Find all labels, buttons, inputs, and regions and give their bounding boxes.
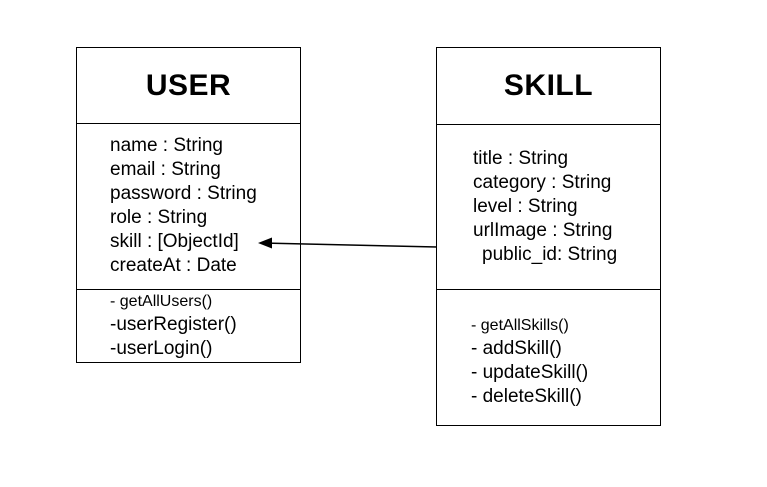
skill-attribute: category : String <box>473 172 612 193</box>
user-attribute: name : String <box>110 135 223 156</box>
skill-methods: - getAllSkills() - addSkill() - updateSk… <box>437 290 660 425</box>
association-line <box>261 242 438 248</box>
user-attribute: createAt : Date <box>110 255 237 276</box>
user-method: -userLogin() <box>110 338 213 359</box>
user-class-box: USER name : String email : String passwo… <box>76 47 301 363</box>
user-method: -userRegister() <box>110 314 237 335</box>
user-methods: - getAllUsers() -userRegister() -userLog… <box>77 290 300 362</box>
skill-method: - deleteSkill() <box>471 386 582 407</box>
skill-attribute: level : String <box>473 196 578 217</box>
skill-method: - getAllSkills() <box>471 317 569 334</box>
skill-method: - updateSkill() <box>471 362 589 383</box>
skill-method: - addSkill() <box>471 338 562 359</box>
skill-class-box: SKILL title : String category : String l… <box>436 47 661 426</box>
user-attribute: email : String <box>110 159 221 180</box>
skill-attribute: urlImage : String <box>473 220 613 241</box>
user-class-title: USER <box>145 68 232 102</box>
user-attribute-skill: skill : [ObjectId] <box>110 231 239 252</box>
user-attribute: password : String <box>110 183 257 204</box>
arrow-head-icon <box>258 237 272 249</box>
user-method: - getAllUsers() <box>110 293 213 310</box>
user-attribute: role : String <box>110 207 208 228</box>
user-class-header: USER <box>77 48 300 124</box>
user-attributes: name : String email : String password : … <box>77 124 300 290</box>
skill-attribute: title : String <box>473 148 569 169</box>
skill-class-title: SKILL <box>503 69 594 102</box>
skill-attribute: public_id: String <box>482 244 618 265</box>
skill-class-header: SKILL <box>437 48 660 125</box>
skill-attributes: title : String category : String level :… <box>437 125 660 290</box>
